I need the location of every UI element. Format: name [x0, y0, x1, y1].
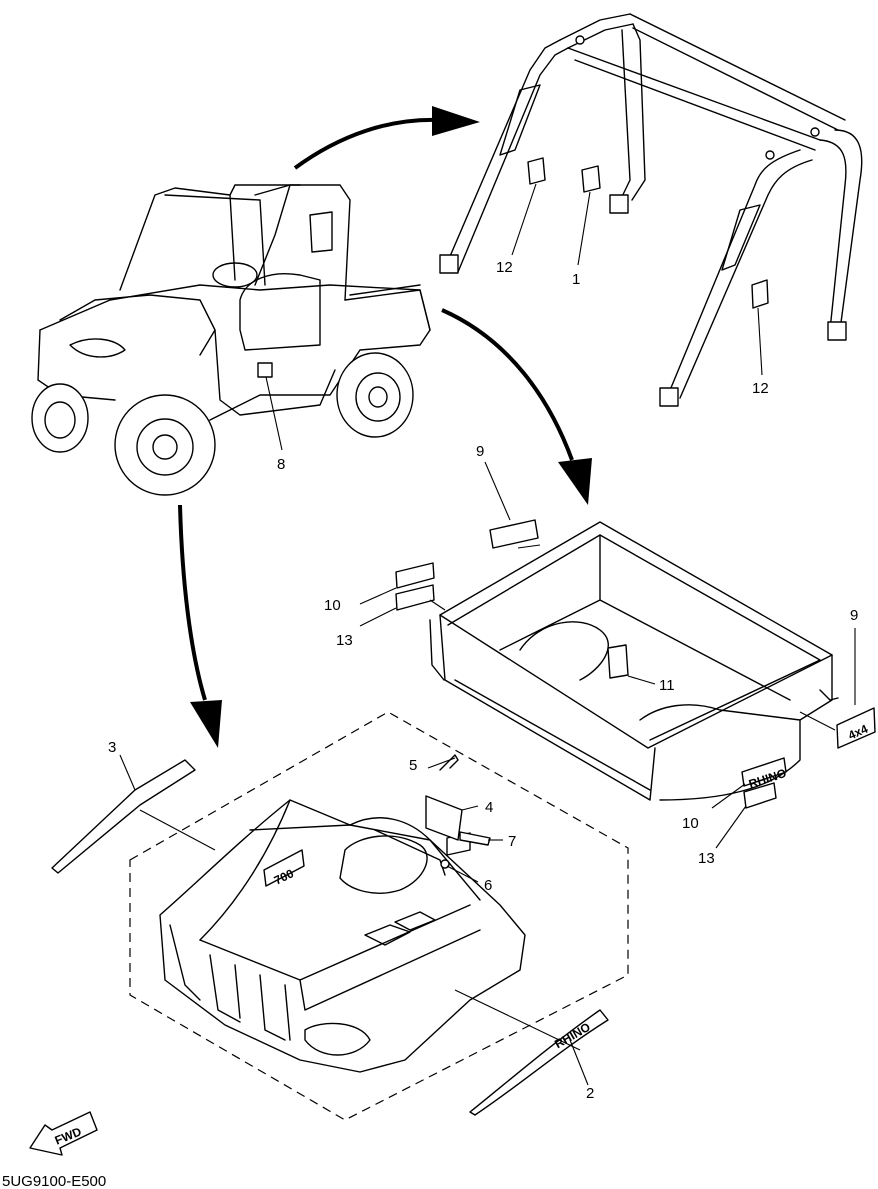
badge-4x4: 4x4	[836, 628, 876, 749]
label-13a-patch	[395, 584, 435, 611]
label-12b-patch	[751, 279, 769, 309]
roll-cage	[439, 13, 863, 407]
callout-6: 6	[484, 877, 492, 894]
callout-13: 13	[336, 632, 353, 649]
callout-3: 3	[108, 739, 116, 756]
callout-labels: 12 1 12 8 9 10 13 11 9 10 13 3 5 4 7 6 2	[108, 259, 858, 1102]
cargo-bed: 4x4 RHINO	[359, 461, 876, 849]
callout-10: 10	[682, 815, 699, 832]
callout-2: 2	[586, 1085, 594, 1102]
label-8-patch	[257, 362, 273, 378]
callout-10: 10	[324, 597, 341, 614]
diagram-code: 5UG9100-E500	[2, 1173, 106, 1189]
label-9a-patch	[489, 519, 539, 549]
callout-8: 8	[277, 456, 285, 473]
callout-11: 11	[659, 677, 675, 694]
hood-assembly: 700 RHINO	[51, 711, 629, 1121]
fwd-arrow: FWD	[29, 1111, 98, 1156]
callout-7: 7	[508, 833, 516, 850]
callout-12: 12	[496, 259, 513, 276]
callout-12: 12	[752, 380, 769, 397]
callout-9: 9	[850, 607, 858, 624]
callout-9: 9	[476, 443, 484, 460]
side-stripe-left	[51, 754, 216, 874]
callout-5: 5	[409, 757, 417, 774]
vehicle-overview	[31, 184, 431, 496]
callout-1: 1	[572, 271, 580, 288]
label-12a-patch	[527, 157, 546, 185]
small-parts	[425, 754, 503, 883]
fender-decal: RHINO	[711, 711, 836, 849]
label-11-patch	[607, 644, 629, 679]
label-1-patch	[581, 165, 601, 193]
flow-arrows	[178, 106, 592, 748]
callout-4: 4	[485, 799, 493, 816]
callout-13: 13	[698, 850, 715, 867]
label-10a-patch	[395, 562, 435, 589]
hood-badge: 700	[263, 849, 305, 888]
